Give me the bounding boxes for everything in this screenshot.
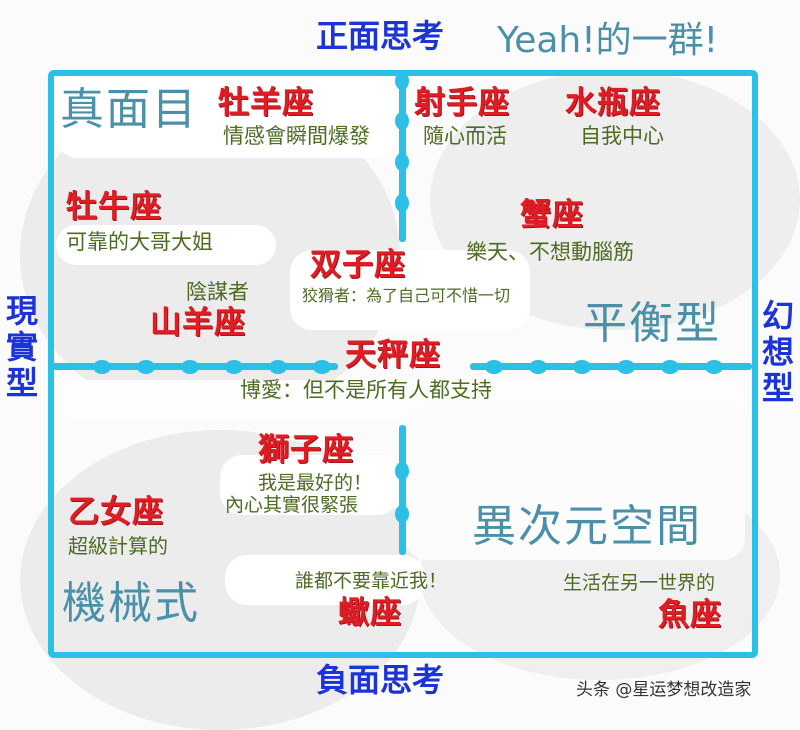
axis-dot	[395, 505, 409, 523]
type-label-mechanical: 機械式	[62, 578, 200, 629]
axis-label-left: 現實型	[5, 292, 38, 402]
sign-gemini-desc: 狡猾者：為了自己可不惜一切	[302, 286, 511, 305]
page-title: Yeah!的一群!	[497, 20, 719, 61]
sign-virgo-desc: 超級計算的	[68, 534, 168, 558]
sign-cancer: 蟹座	[520, 197, 584, 233]
text-backdrop	[405, 400, 745, 560]
sign-aquarius: 水瓶座	[565, 85, 661, 121]
sign-libra: 天秤座	[345, 337, 441, 373]
axis-dot	[661, 360, 679, 374]
sign-aries-desc: 情感會瞬間爆發	[223, 124, 370, 148]
type-label-other-dimension: 異次元空間	[472, 501, 702, 552]
text-backdrop	[220, 455, 400, 515]
axis-dot	[395, 72, 409, 90]
sign-capricorn-desc: 陰謀者	[186, 280, 249, 304]
sign-taurus-desc: 可靠的大哥大姐	[66, 230, 213, 254]
axis-dot	[269, 360, 287, 374]
watermark: 头条 @星运梦想改造家	[576, 680, 752, 700]
sign-pisces-desc: 生活在另一世界的	[563, 572, 716, 594]
text-backdrop	[56, 225, 276, 265]
sign-gemini: 双子座	[310, 247, 406, 283]
sign-cancer-desc: 樂天、不想動腦筋	[466, 240, 634, 264]
sign-leo: 獅子座	[258, 432, 354, 468]
sign-leo-desc-1: 我是最好的！	[258, 472, 373, 494]
axis-label-top: 正面思考	[316, 17, 445, 55]
axis-dot	[395, 112, 409, 130]
axis-dot	[181, 360, 199, 374]
axis-dot	[137, 360, 155, 374]
horizontal-axis-line-right	[470, 363, 752, 370]
sign-aquarius-desc: 自我中心	[580, 124, 664, 148]
sign-scorpio: 蠍座	[338, 595, 402, 631]
sign-sagittarius-desc: 隨心而活	[423, 124, 507, 148]
sign-sagittarius: 射手座	[414, 85, 510, 121]
sign-taurus: 牡牛座	[66, 189, 162, 225]
sign-virgo: 乙女座	[68, 494, 164, 530]
axis-dot	[313, 360, 331, 374]
axis-dot	[395, 194, 409, 212]
text-backdrop	[290, 250, 530, 330]
axis-label-bottom: 負面思考	[316, 661, 445, 699]
axis-dot	[395, 462, 409, 480]
text-backdrop	[225, 555, 425, 605]
sign-pisces: 魚座	[658, 597, 722, 633]
axis-dot	[529, 360, 547, 374]
sign-leo-desc-2: 內心其實很緊張	[225, 494, 359, 516]
axis-dot	[395, 153, 409, 171]
type-label-true-face: 真面目	[60, 84, 198, 135]
type-label-balanced: 平衡型	[583, 298, 721, 349]
axis-dot	[573, 360, 591, 374]
axis-dot	[93, 360, 111, 374]
text-backdrop	[56, 78, 396, 158]
axis-dot	[617, 360, 635, 374]
vertical-axis-line-bottom	[399, 425, 406, 555]
sign-libra-desc: 博愛：但不是所有人都支持	[240, 378, 492, 402]
sign-scorpio-desc: 誰都不要靠近我！	[295, 570, 448, 592]
axis-dot	[705, 360, 723, 374]
axis-dot	[485, 360, 503, 374]
sign-aries: 牡羊座	[218, 85, 314, 121]
axis-dot	[225, 360, 243, 374]
axis-label-right: 幻想型	[761, 297, 794, 407]
sign-capricorn: 山羊座	[150, 305, 246, 341]
